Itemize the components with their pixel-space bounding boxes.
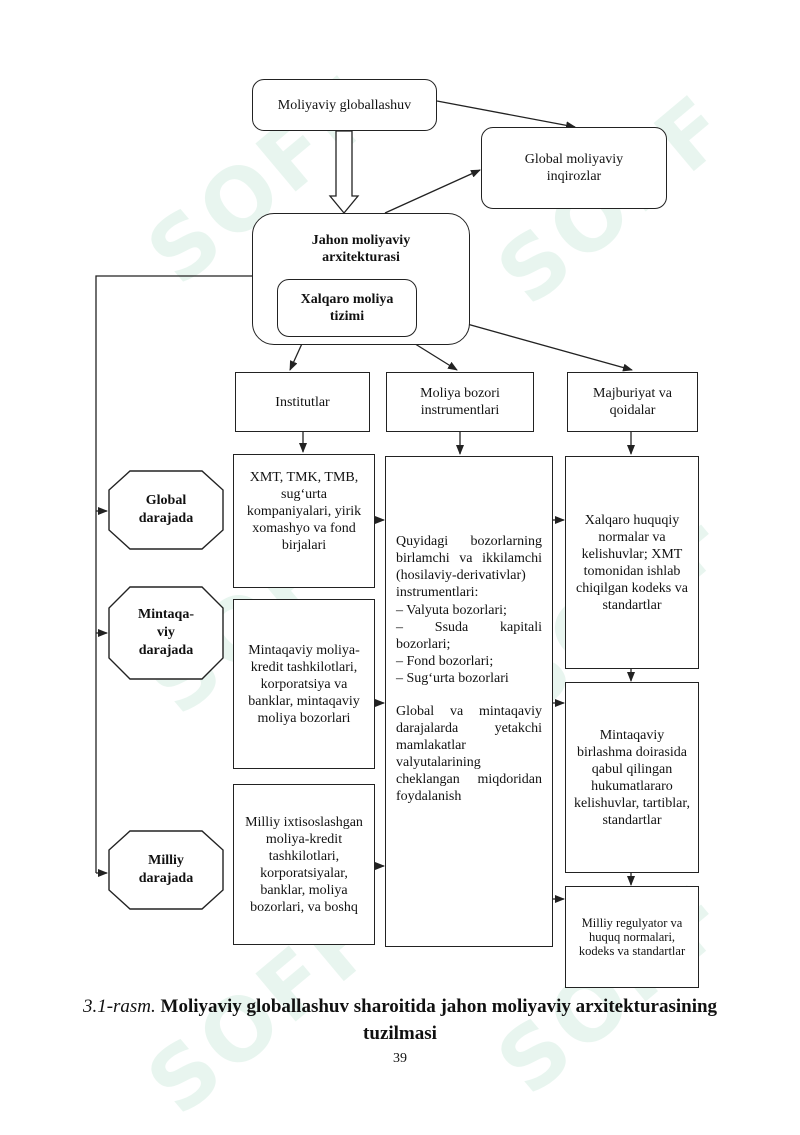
figure-caption: 3.1-rasm. Moliyaviy globallashuv sharoit… xyxy=(60,993,740,1047)
level-global: Global darajada xyxy=(108,470,224,550)
institutions-regional-box: Mintaqaviy moliya-kredit tashkilotlari, … xyxy=(233,599,375,769)
instruments-item: – Valyuta bozorlari; xyxy=(396,603,507,618)
instruments-header: Moliya bozori instrumentlari xyxy=(386,372,534,432)
globalization-label: Moliyaviy globallashuv xyxy=(277,97,412,113)
arrow-architecture-crises xyxy=(384,169,481,214)
instruments-item: – Ssuda kapitali bozorlari; xyxy=(396,620,542,652)
octagon-shape xyxy=(108,470,224,550)
hollow-arrow-globalization-architecture xyxy=(328,130,360,215)
instruments-item: – Fond bozorlari; xyxy=(396,654,494,669)
rules-regional-box: Mintaqaviy birlashma doirasida qabul qil… xyxy=(565,682,699,873)
left-feedback-line xyxy=(95,275,252,873)
rules-national-text: Milliy regulyator va huquq normalari, ko… xyxy=(578,916,686,958)
institutions-header: Institutlar xyxy=(235,372,370,432)
institutions-national-box: Milliy ixtisoslashgan moliya-kredit tash… xyxy=(233,784,375,945)
figure-number: 3.1-rasm. xyxy=(82,996,156,1017)
international-system-label: Xalqaro moliya tizimi xyxy=(300,292,394,324)
instruments-item: – Sug‘urta bozorlari xyxy=(396,671,509,686)
instruments-detail-box: Quyidagi bozorlarning birlamchi va ikkil… xyxy=(385,456,553,947)
rules-global-text: Xalqaro huquqiy normalar va kelishuvlar;… xyxy=(576,512,688,613)
octagon-shape xyxy=(108,586,224,680)
crises-box: Global moliyaviy inqirozlar xyxy=(481,127,667,209)
level-national-label: Milliy darajada xyxy=(138,853,194,886)
level-regional-label: Mintaqa-viy darajada xyxy=(138,607,194,658)
institutions-global-text: XMT, TMK, TMB, sug‘urta kompaniyalari, y… xyxy=(246,470,362,553)
arrow-globalization-crises xyxy=(436,100,576,130)
octagon-shape xyxy=(108,830,224,910)
crises-label: Global moliyaviy inqirozlar xyxy=(524,152,624,184)
instruments-header-label: Moliya bozori instrumentlari xyxy=(420,386,500,418)
level-global-label: Global darajada xyxy=(138,493,194,526)
level-regional: Mintaqa-viy darajada xyxy=(108,586,224,680)
obligations-header-label: Majburiyat va qoidalar xyxy=(593,386,672,418)
institutions-header-label: Institutlar xyxy=(275,394,330,410)
architecture-label: Jahon moliyaviy arxitekturasi xyxy=(311,233,411,265)
globalization-box: Moliyaviy globallashuv xyxy=(252,79,437,131)
international-system-box: Xalqaro moliya tizimi xyxy=(277,279,417,337)
rules-global-box: Xalqaro huquqiy normalar va kelishuvlar;… xyxy=(565,456,699,669)
instruments-intro: Quyidagi bozorlarning birlamchi va ikkil… xyxy=(396,534,542,600)
level-national: Milliy darajada xyxy=(108,830,224,910)
page-number: 39 xyxy=(393,1051,407,1066)
instruments-outro: Global va mintaqaviy darajalarda yetakch… xyxy=(396,704,542,804)
institutions-regional-text: Mintaqaviy moliya-kredit tashkilotlari, … xyxy=(248,642,360,726)
institutions-national-text: Milliy ixtisoslashgan moliya-kredit tash… xyxy=(245,814,363,915)
institutions-global-box: XMT, TMK, TMB, sug‘urta kompaniyalari, y… xyxy=(233,454,375,588)
obligations-header: Majburiyat va qoidalar xyxy=(567,372,698,432)
rules-regional-text: Mintaqaviy birlashma doirasida qabul qil… xyxy=(574,727,690,828)
figure-title: Moliyaviy globallashuv sharoitida jahon … xyxy=(160,996,718,1044)
rules-national-box: Milliy regulyator va huquq normalari, ko… xyxy=(565,886,699,988)
